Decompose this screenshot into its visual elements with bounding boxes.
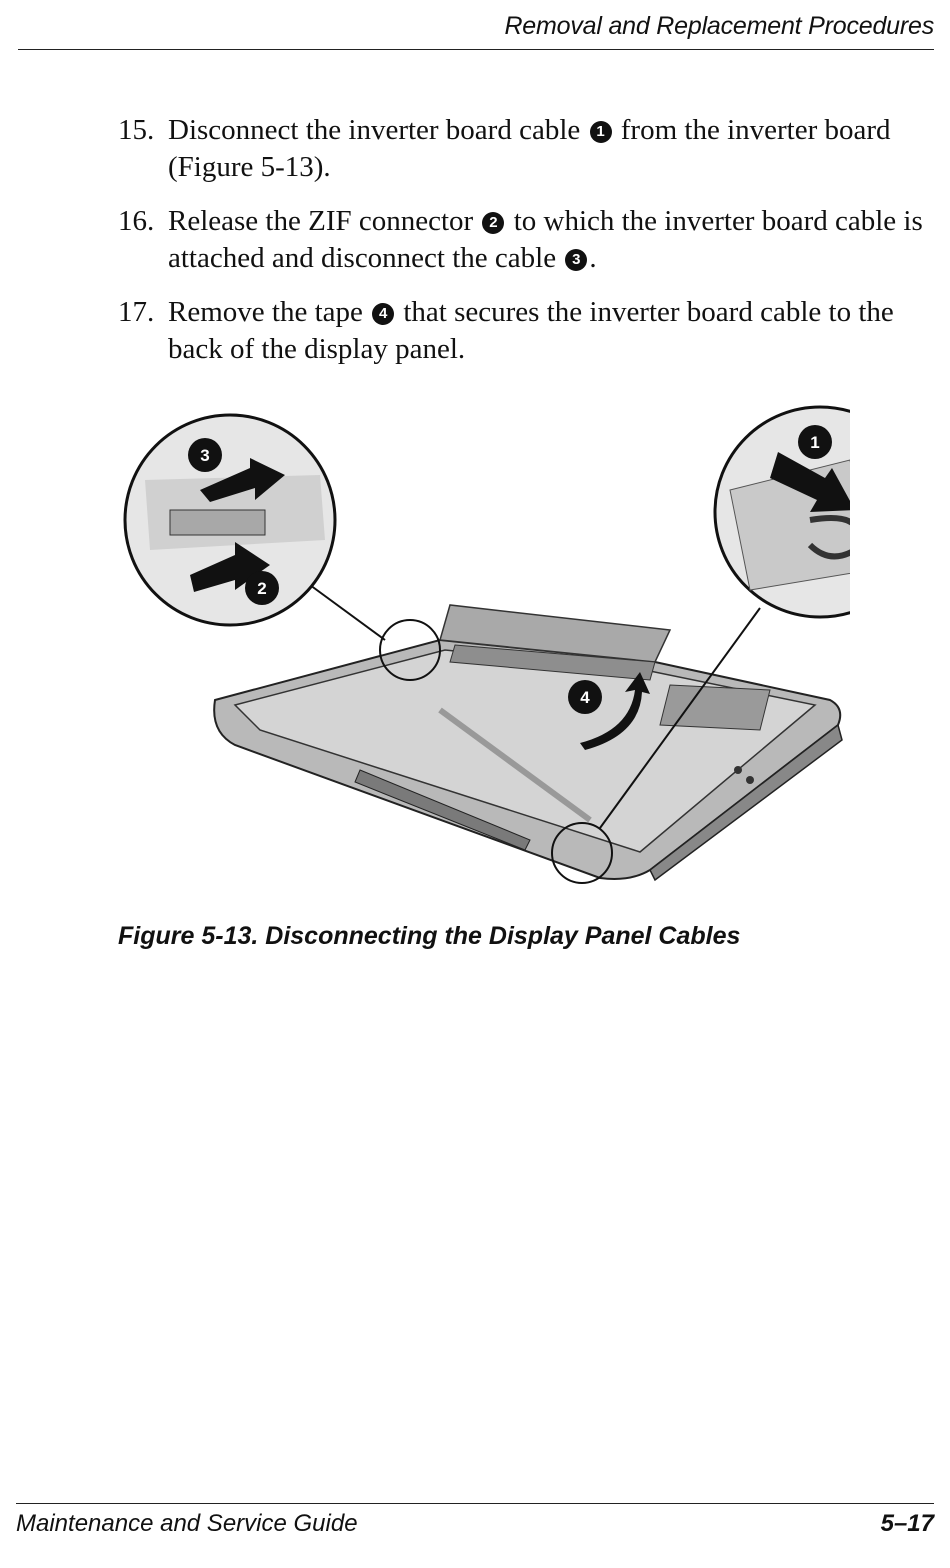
inverter-cable-detail: 1: [713, 405, 927, 619]
step-text-segment: .: [589, 242, 597, 274]
page-number: 5–17: [880, 1510, 934, 1537]
figure-illustration: 4 3 2 1: [110, 400, 927, 900]
figure-caption: Figure 5-13. Disconnecting the Display P…: [118, 922, 741, 950]
step-number: 15.: [118, 114, 155, 146]
step-text-segment: Release the ZIF connector: [168, 205, 481, 237]
callout-4-icon: 4: [372, 303, 395, 325]
step-text: Disconnect the inverter board cable 1 fr…: [168, 112, 938, 186]
step-text-segment: to which the inverter board cable is att…: [168, 205, 923, 274]
tape-arrow: [580, 672, 650, 750]
callout-4-label: 4: [580, 688, 590, 707]
callout-2-label: 2: [257, 579, 266, 598]
leader-line-left: [309, 584, 386, 641]
step-text: Release the ZIF connector 2 to which the…: [168, 203, 938, 277]
step-text-segment: Remove the tape: [168, 296, 371, 328]
step-text-segment: that secures the inverter board cable to…: [168, 296, 894, 365]
header-title: Removal and Replacement Procedures: [504, 12, 934, 40]
page-header: Removal and Replacement Procedures: [18, 0, 934, 50]
callout-3-label: 3: [200, 446, 209, 465]
inverter-detail-marker: [551, 822, 613, 884]
step-15: 15. Disconnect the inverter board cable …: [118, 112, 938, 186]
callout-3-icon: 3: [565, 249, 588, 271]
footer-guide-title: Maintenance and Service Guide: [16, 1510, 358, 1537]
callout-4-marker: 4: [568, 680, 602, 714]
procedure-steps: 15. Disconnect the inverter board cable …: [118, 112, 938, 385]
callout-1-icon: 1: [589, 121, 612, 143]
display-enclosure: [213, 604, 843, 882]
zif-connector-detail: 3 2: [123, 413, 337, 627]
leader-line-right: [599, 607, 761, 829]
step-text-segment: Disconnect the inverter board cable: [168, 114, 588, 146]
callout-2-icon: 2: [482, 212, 505, 234]
callout-1-label: 1: [810, 433, 819, 452]
step-text-segment: from the inverter board (Figure 5-13).: [168, 114, 891, 183]
zif-detail-marker: [379, 619, 441, 681]
step-number: 17.: [118, 296, 155, 328]
display-panel-illustration: 4 3 2 1: [123, 405, 927, 884]
step-number: 16.: [118, 205, 155, 237]
step-16: 16. Release the ZIF connector 2 to which…: [118, 203, 938, 277]
page-footer: Maintenance and Service Guide 5–17: [16, 1503, 934, 1554]
step-17: 17. Remove the tape 4 that secures the i…: [118, 294, 938, 368]
step-text: Remove the tape 4 that secures the inver…: [168, 294, 938, 368]
